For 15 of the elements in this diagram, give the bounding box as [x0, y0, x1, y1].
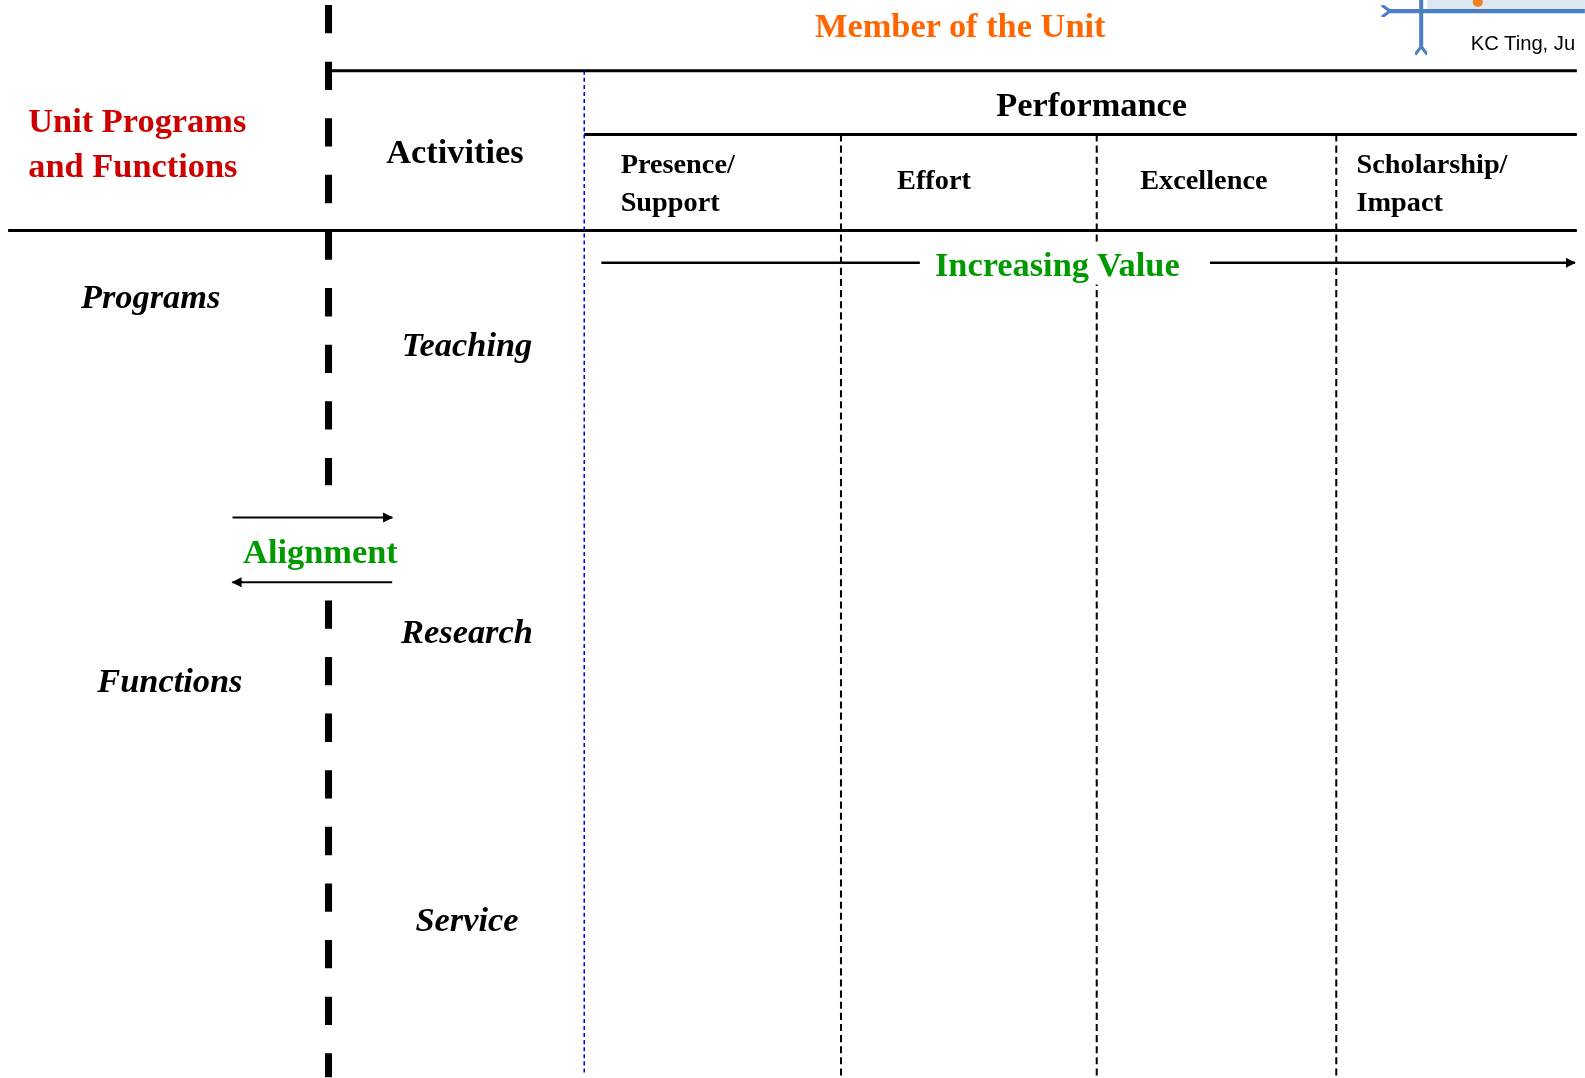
row-label: Research	[401, 612, 533, 652]
row-label: Programs	[80, 276, 221, 316]
row-header: Unit Programs and Functions	[28, 101, 248, 187]
column-header: Presence/ Support	[620, 146, 736, 220]
column-header: Performance	[996, 84, 1188, 124]
column-header: Activities	[386, 131, 524, 172]
row-label: Functions	[97, 660, 243, 701]
column-header: Scholarship/ Impact	[1356, 146, 1509, 220]
title: Member of the Unit	[815, 5, 1106, 46]
credit-text: KC Ting, Ju	[1470, 31, 1576, 55]
row-label: Teaching	[401, 324, 533, 365]
column-header: Excellence	[1140, 163, 1268, 197]
row-label: Service	[415, 900, 519, 940]
column-header: Effort	[897, 163, 971, 197]
arrow-label: Alignment	[243, 532, 398, 572]
